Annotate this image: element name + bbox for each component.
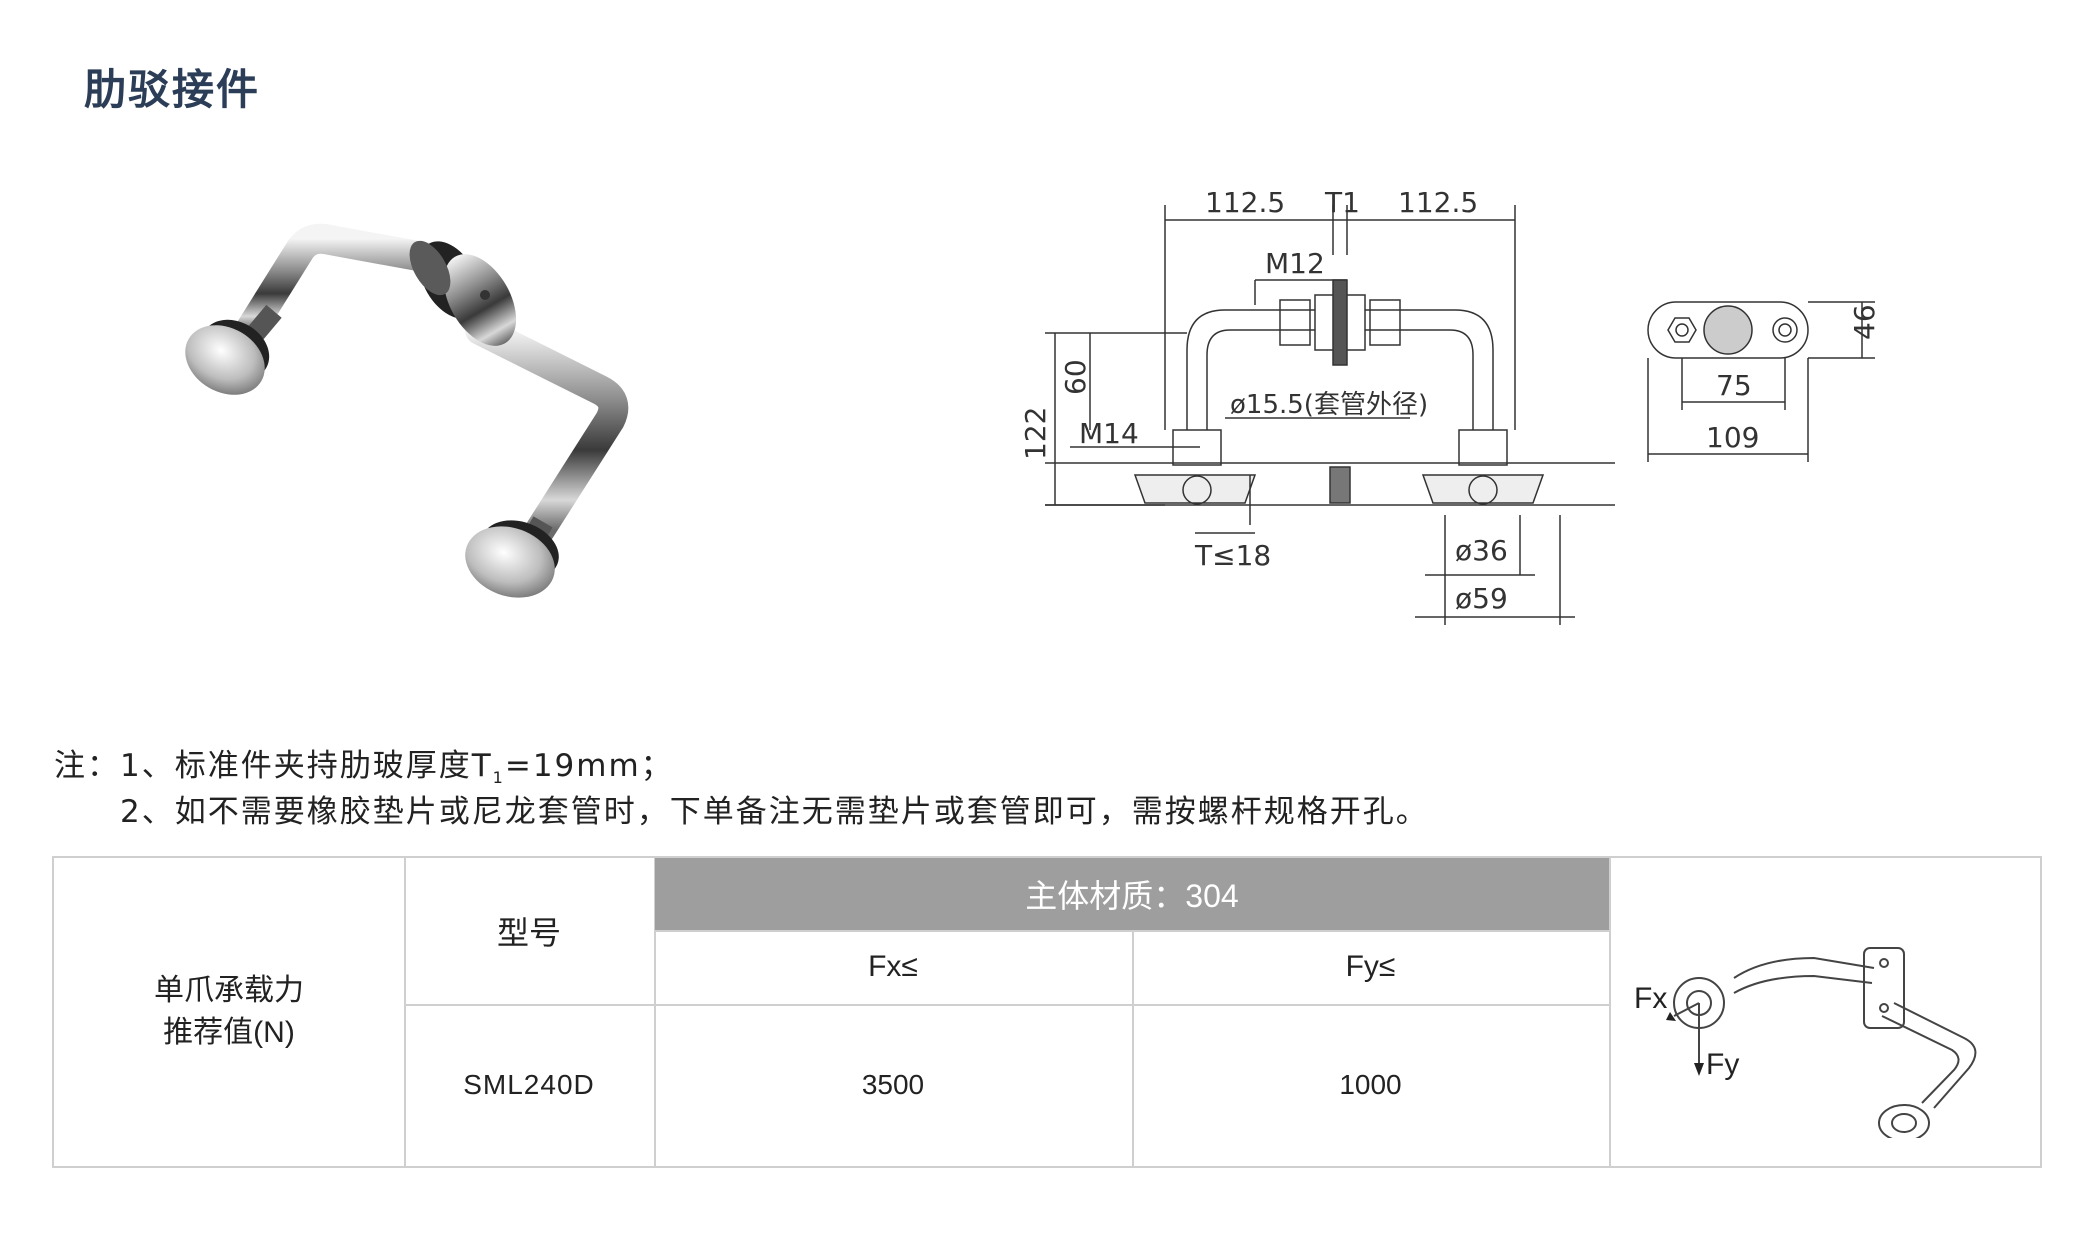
- page-title: 肋驳接件: [84, 65, 261, 114]
- side-hole-span-label: 75: [1716, 369, 1752, 402]
- technical-drawing: 112.5 T1 112.5 M12 60 122 M14 ø15.5(套管外径…: [1019, 186, 1615, 625]
- load-capacity-label: 单爪承载力 推荐值(N): [54, 858, 404, 1166]
- dim-thickness: T1: [1324, 186, 1360, 219]
- model-header: 型号: [496, 915, 561, 951]
- note-line-1-subscript: 1: [492, 768, 505, 788]
- side-total-width-label: 109: [1706, 421, 1759, 454]
- force-diagram: Fx Fy: [1634, 947, 1977, 1138]
- bolt-m12-label: M12: [1265, 247, 1325, 280]
- load-capacity-label-line2: 推荐值(N): [163, 1016, 295, 1049]
- dim-left-span: 112.5: [1205, 186, 1285, 219]
- note-line-2: 2、如不需要橡胶垫片或尼龙套管时，下单备注无需垫片或套管即可，需按螺杆规格开孔。: [120, 794, 1429, 830]
- tube-diameter-label: ø15.5(套管外径): [1230, 390, 1428, 420]
- spec-table: 单爪承载力 推荐值(N) 型号 主体材质：304 Fx≤ Fy≤ SML240D…: [52, 856, 2042, 1168]
- material-header: 主体材质：304: [655, 858, 1609, 930]
- table-row-model: SML240D: [463, 1069, 595, 1100]
- fy-header: Fy≤: [1345, 950, 1396, 983]
- note-line-1-prefix: 注：1、标准件夹持肋玻厚度T: [54, 748, 493, 784]
- table-row-fy: 1000: [1339, 1069, 1402, 1100]
- bolt-m14-label: M14: [1079, 417, 1139, 450]
- side-view-drawing: 46 75 109: [1647, 301, 1881, 462]
- note-line-1-suffix: =19mm；: [504, 748, 674, 784]
- force-fx-label: Fx: [1634, 982, 1667, 1015]
- product-photo: [185, 223, 629, 598]
- table-row-fx: 3500: [861, 1069, 925, 1100]
- side-height-label: 46: [1848, 304, 1881, 340]
- height-122-label: 122: [1019, 407, 1052, 460]
- max-thickness-label: T≤18: [1194, 539, 1271, 572]
- note-line-1: 注：1、标准件夹持肋玻厚度T1=19mm；: [54, 740, 674, 787]
- diameter-36-label: ø36: [1455, 534, 1508, 567]
- force-fy-label: Fy: [1706, 1048, 1739, 1081]
- dim-right-span: 112.5: [1398, 186, 1478, 219]
- load-capacity-label-line1: 单爪承载力: [154, 974, 304, 1007]
- diameter-59-label: ø59: [1455, 582, 1508, 615]
- height-60-label: 60: [1059, 359, 1092, 395]
- fx-header: Fx≤: [868, 950, 918, 983]
